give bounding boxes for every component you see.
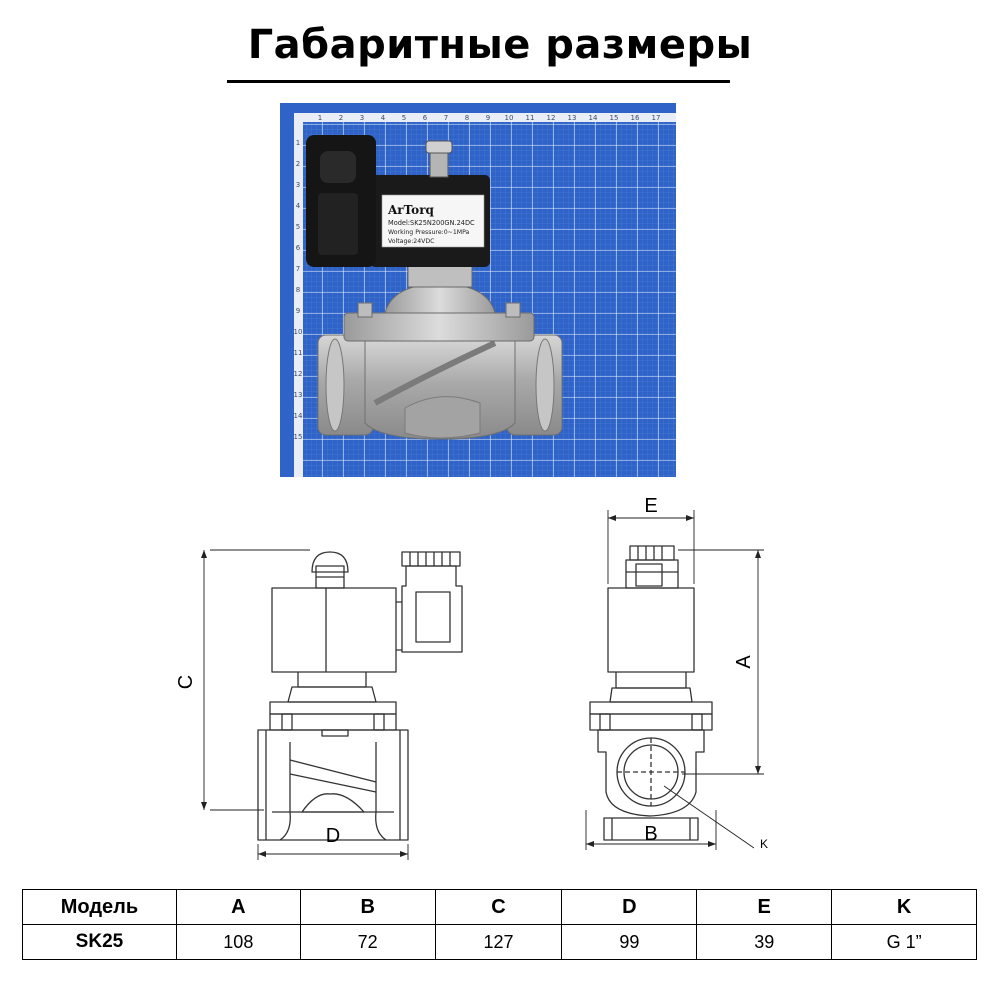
valve-body <box>317 334 563 440</box>
valve-flange <box>343 264 535 342</box>
ruler-left-number: 5 <box>296 223 300 231</box>
dim-label-e: E <box>644 495 657 517</box>
header-k: K <box>831 889 977 925</box>
header-model: Модель <box>22 889 177 925</box>
dim-label-b: B <box>644 823 657 845</box>
ruler-top-number: 1 <box>318 114 322 122</box>
ruler-top-number: 5 <box>402 114 406 122</box>
ruler-left-number: 3 <box>296 181 300 189</box>
cell-model: SK25 <box>22 924 177 960</box>
header-d: D <box>561 889 698 925</box>
dimension-drawing: C D E A B K <box>175 495 768 860</box>
cell-d: 99 <box>561 924 698 960</box>
coil-nameplate: ArTorq Model:SK25N200GN.24DC Working Pre… <box>381 194 485 248</box>
header-c: C <box>434 889 563 925</box>
ruler-top-number: 10 <box>505 114 514 122</box>
ruler-left-number: 6 <box>296 244 301 252</box>
cell-k: G 1” <box>831 924 977 960</box>
specs-table: Модель A B C D E K SK25 108 72 127 99 39… <box>22 889 977 960</box>
front-view <box>589 545 713 841</box>
ruler-left-number: 9 <box>296 307 300 315</box>
ruler-left-number: 4 <box>296 202 301 210</box>
ruler-left-number: 13 <box>294 391 303 399</box>
dim-label-a: A <box>733 655 755 669</box>
cell-e: 39 <box>696 924 833 960</box>
ruler-left <box>294 113 303 477</box>
dim-label-k: K <box>760 837 768 851</box>
ruler-left-number: 1 <box>296 139 300 147</box>
ruler-top-number: 16 <box>631 114 640 122</box>
table-header-row: Модель A B C D E K <box>22 889 977 925</box>
ruler-top-number: 3 <box>360 114 364 122</box>
header-b: B <box>299 889 436 925</box>
title-underline <box>227 80 730 83</box>
nameplate-line-1: Model:SK25N200GN.24DC <box>388 219 475 227</box>
ruler-top-number: 15 <box>610 114 619 122</box>
ruler-top-number: 13 <box>568 114 577 122</box>
ruler-left-number: 15 <box>294 433 303 441</box>
ruler-top-number: 7 <box>444 114 448 122</box>
ruler-left-number: 7 <box>296 265 300 273</box>
dim-label-d: D <box>326 825 340 847</box>
ruler-top-number: 17 <box>652 114 661 122</box>
ruler-top-number: 12 <box>547 114 556 122</box>
cell-a: 108 <box>175 924 301 960</box>
cell-b: 72 <box>299 924 436 960</box>
nameplate-line-2: Working Pressure:0~1MPa <box>388 229 470 236</box>
ruler-top-number: 6 <box>423 114 428 122</box>
header-a: A <box>175 889 301 925</box>
ruler-left-number: 11 <box>294 349 303 357</box>
side-view <box>257 551 463 841</box>
brand-label: ArTorq <box>387 203 435 217</box>
ruler-top-number: 4 <box>381 114 386 122</box>
table-row: SK25 108 72 127 99 39 G 1” <box>22 924 977 960</box>
ruler-left-number: 10 <box>294 328 303 336</box>
ruler-left-number: 14 <box>294 412 303 420</box>
ruler-left-number: 8 <box>296 286 300 294</box>
ruler-top-number: 14 <box>589 114 598 122</box>
dim-label-c: C <box>175 675 197 689</box>
ruler-top-number: 8 <box>465 114 469 122</box>
ruler-top <box>294 113 676 122</box>
page-title: Габаритные размеры <box>247 22 753 68</box>
ruler-left-number: 2 <box>296 160 300 168</box>
ruler-top-number: 2 <box>339 114 343 122</box>
ruler-top-number: 9 <box>486 114 490 122</box>
ruler-left-number: 12 <box>294 370 303 378</box>
cell-c: 127 <box>434 924 563 960</box>
ruler-top-number: 11 <box>526 114 535 122</box>
nameplate-line-3: Voltage:24VDC <box>388 238 434 245</box>
header-e: E <box>696 889 833 925</box>
